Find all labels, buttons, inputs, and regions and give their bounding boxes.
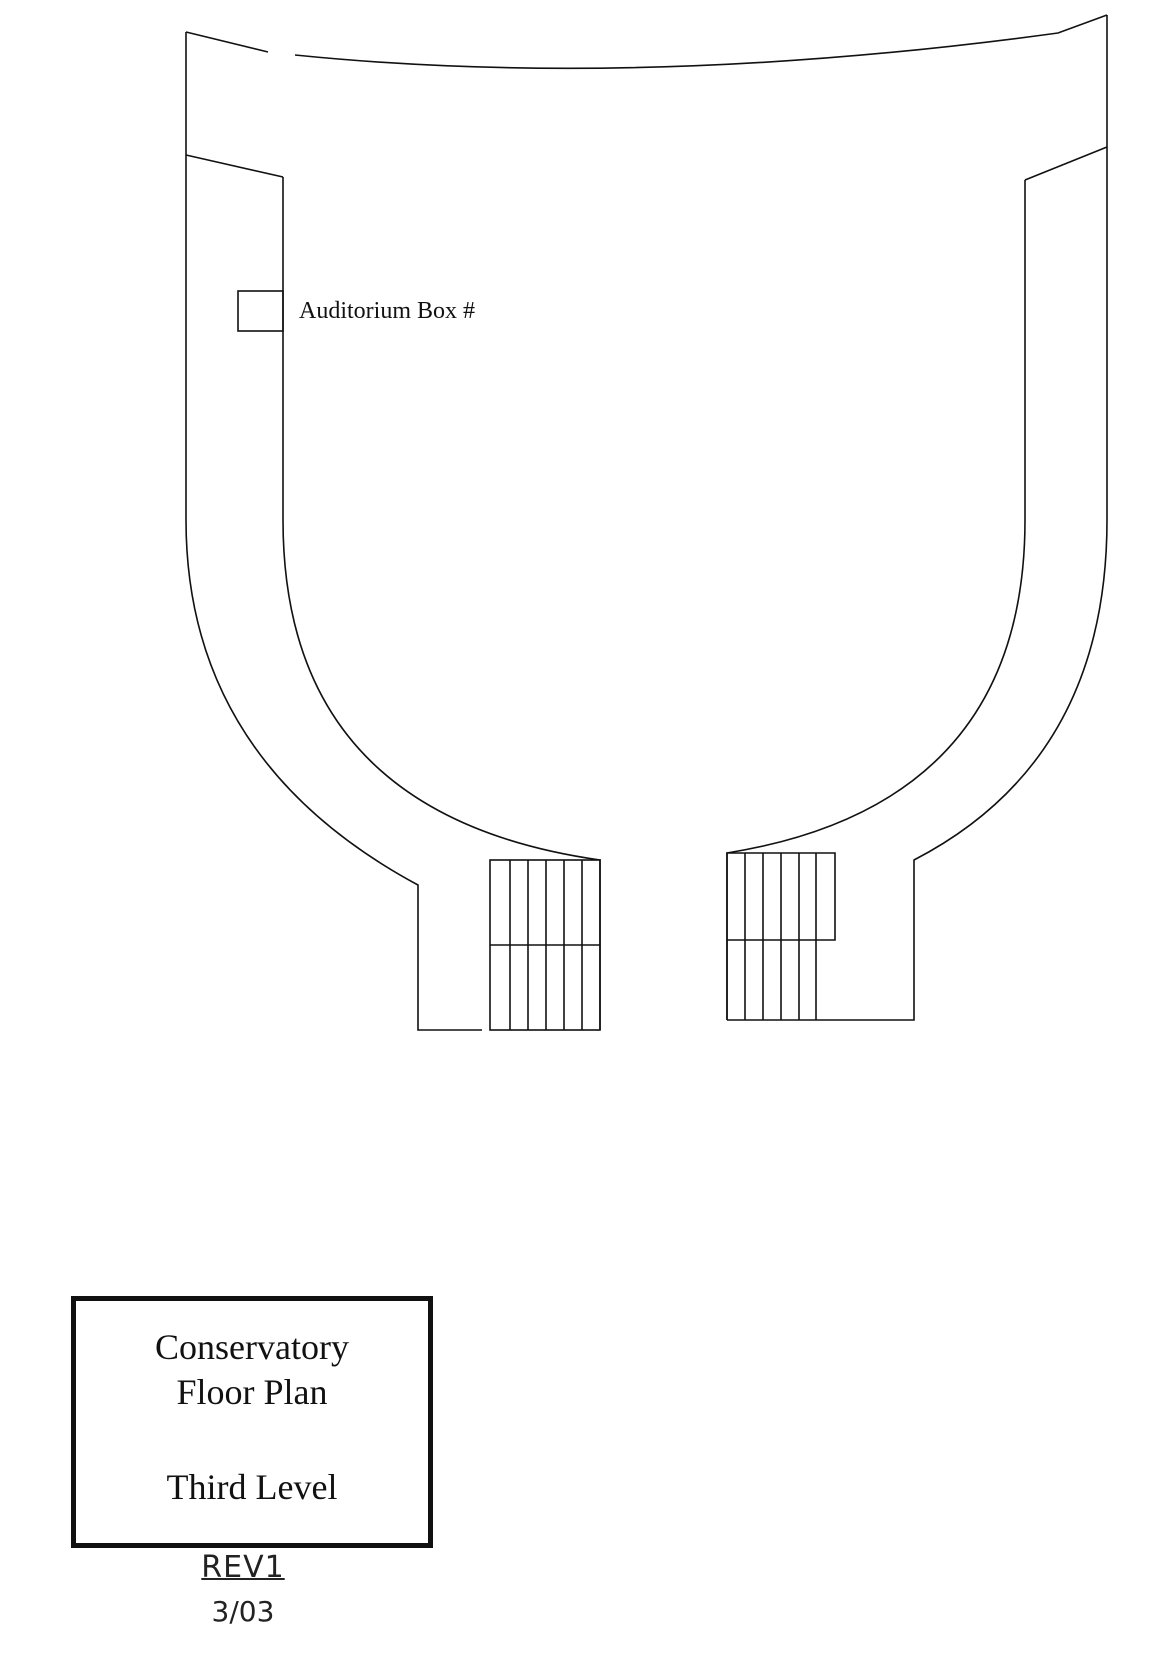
left-balcony-top-edge: [185, 154, 284, 178]
title-line-venue: Conservatory: [155, 1327, 349, 1367]
right-balcony-top-edge: [1024, 146, 1108, 181]
revision-date: 3/03: [211, 1595, 275, 1628]
revision-note: REV1 3/03: [188, 1550, 298, 1628]
right-stair-block: [726, 852, 836, 1020]
title-line-doc-type: Floor Plan: [176, 1372, 328, 1412]
auditorium-box-marker: [237, 290, 284, 332]
left-stair-block: [489, 859, 601, 1031]
left-inner-wall: [282, 177, 601, 1030]
top-curved-wall: [185, 14, 1108, 70]
auditorium-box-label: Auditorium Box #: [299, 298, 476, 324]
right-inner-wall: [726, 180, 1026, 1020]
right-outer-wall: [727, 15, 1108, 1021]
revision-label: REV1: [201, 1550, 285, 1585]
left-outer-wall: [185, 32, 482, 1031]
title-line-level: Third Level: [166, 1467, 338, 1507]
title-block: Conservatory Floor Plan Third Level: [71, 1296, 433, 1548]
